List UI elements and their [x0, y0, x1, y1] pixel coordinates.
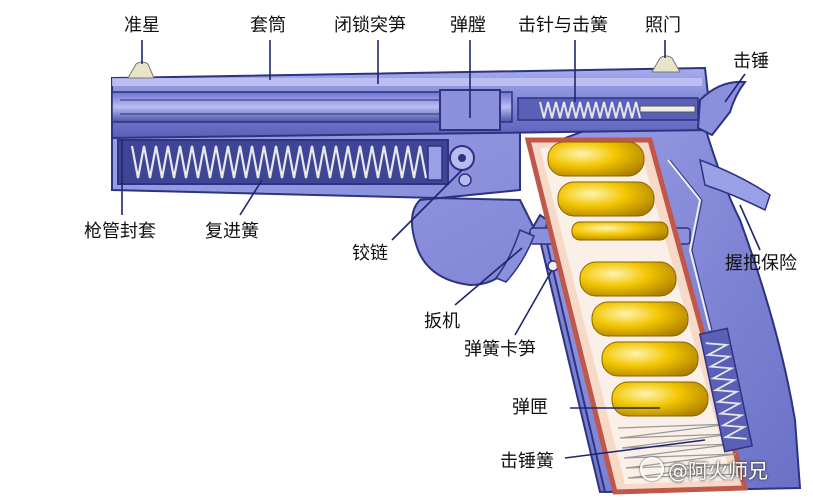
label-rear-sight: 照门 [645, 15, 681, 36]
label-mainspring: 击锤簧 [500, 451, 554, 472]
label-slide: 套筒 [250, 15, 286, 36]
label-hammer: 击锤 [733, 51, 769, 72]
cartridge [579, 261, 677, 297]
rear-sight [651, 55, 681, 73]
label-link: 铰链 [352, 243, 388, 264]
watermark-logo-icon [640, 457, 664, 481]
slide-top-rib [112, 78, 702, 86]
hammer [696, 80, 747, 137]
cartridge [601, 341, 699, 377]
label-firing-pin-spring: 击针与击簧 [518, 15, 608, 36]
watermark-text: @阿火师兄 [668, 459, 768, 483]
watermark: @阿火师兄 [640, 455, 768, 484]
label-recoil-spring: 复进簧 [205, 221, 259, 242]
front-sight [127, 61, 155, 79]
label-chamber: 弹膛 [450, 15, 486, 36]
leader-hammer [724, 73, 746, 103]
leader-lines [121, 40, 761, 459]
leader-spring-catch [514, 269, 553, 336]
cartridge [591, 301, 689, 337]
recoil-spring [130, 145, 428, 179]
mainspring-housing [698, 327, 754, 453]
grip-safety [698, 158, 771, 212]
firing-pin [639, 105, 696, 113]
leader-mainspring [564, 439, 706, 459]
recoil-plug [427, 145, 443, 181]
label-barrel-bushing: 枪管封套 [84, 221, 156, 242]
leader-link [391, 169, 463, 241]
cartridge [571, 221, 669, 241]
leader-grip-safety [739, 204, 761, 251]
trigger [494, 228, 535, 283]
label-front-sight: 准星 [124, 15, 160, 36]
link-pin [458, 173, 472, 187]
label-locking-lug: 闭锁突笋 [334, 15, 406, 36]
mainspring [705, 342, 748, 440]
firing-pin-spring [539, 101, 641, 119]
cartridge-stack [547, 141, 709, 417]
magazine-spring [617, 423, 741, 479]
label-trigger: 扳机 [424, 311, 460, 332]
cartridge [547, 141, 645, 177]
sear-linkage [667, 159, 711, 331]
cartridge [611, 381, 709, 417]
label-magazine: 弹匣 [512, 397, 548, 418]
label-grip-safety: 握把保险 [725, 253, 797, 274]
cartridge [557, 181, 655, 217]
label-spring-catch: 弹簧卡笋 [464, 339, 536, 360]
leader-recoil-spring [239, 179, 263, 216]
leader-trigger [454, 247, 523, 306]
